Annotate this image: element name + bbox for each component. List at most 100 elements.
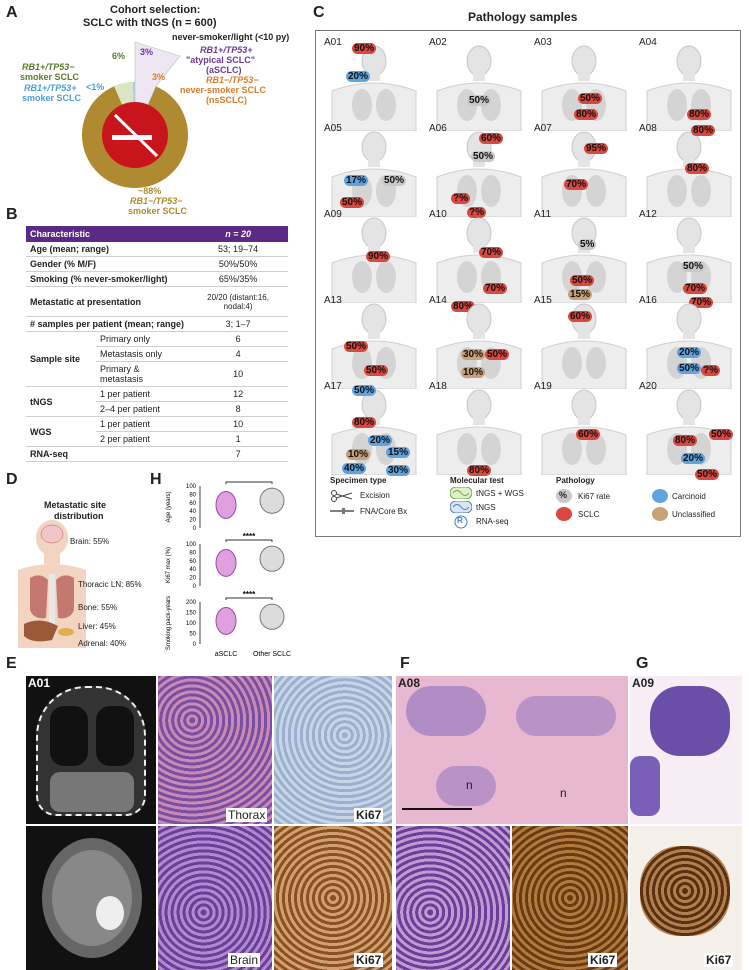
tick-label: 60 [189,501,196,507]
ki67-rate-tag: 80% [687,109,712,120]
tick-label: 80 [189,550,196,556]
ki67-rate-tag: 80% [467,465,492,476]
ct-thorax-image [26,676,156,824]
body-silhouette-icon [436,131,522,217]
patient-id: A03 [534,37,552,48]
pct-asclc: 3% [140,47,154,57]
row-value: 53; 19–74 [188,242,288,257]
site-thoracic-ln: Thoracic LN: 85% [78,580,142,589]
ki67-rate-tag: 30% [386,465,411,476]
patient-cell-a03: A03 50% 80% [532,37,636,135]
violin-other-sclc [259,545,285,572]
body-silhouette-icon [436,389,522,475]
table-header: Characteristic n = 20 [26,226,288,242]
legend-excision: Excision [360,491,390,500]
patient-id: A05 [324,123,342,134]
rna-seq-symbol: R [457,516,463,525]
row-value: 50%/50% [188,256,288,272]
necrosis-label-1: n [466,778,473,792]
patient-id: A09 [324,209,342,220]
row-value: 8 [188,401,288,417]
table-row: Gender (% M/F)50%/50% [26,256,288,272]
ki67-rate-tag: 50% [578,93,603,104]
panel-a-title-1: Cohort selection: [110,4,201,16]
body-silhouette-icon [541,131,627,217]
he-highpower-image [396,826,510,970]
patient-id: A07 [534,123,552,134]
row-value: 3; 1–7 [188,316,288,332]
tick-label: 60 [189,559,196,565]
patient-id: A11 [534,209,552,220]
tick-label: 0 [193,526,197,532]
panel-f-id: A08 [398,676,421,690]
ihc-brain-image [274,826,392,970]
patient-id: A20 [639,381,657,392]
patient-id: A02 [429,37,447,48]
tick-label: 100 [186,621,197,627]
patient-id: A06 [429,123,447,134]
significance-bracket [225,539,273,542]
ki67-rate-tag: 50% [364,365,389,376]
ki67-rate-tag: 50% [709,429,734,440]
cigarette-icon [112,135,152,140]
ki67-rate-tag: ?% [701,365,720,376]
ki67-rate-tag: 20% [681,453,706,464]
violin-other-sclc [259,487,285,514]
panel-letter-f: F [400,655,410,672]
row-value: 4 [188,346,288,362]
patient-id: A19 [534,381,552,392]
legend-specimen-title: Specimen type [330,476,387,485]
tick-label: 50 [189,632,196,638]
ki67-rate-tag: 20% [677,347,702,358]
ki67-rate-tag: 70% [483,283,508,294]
ki67-rate-tag: 30% [461,349,486,360]
scissors-icon [331,490,353,502]
patient-id: A16 [639,295,657,306]
body-silhouette-icon [436,217,522,303]
pct-rb1-pos: 6% [112,51,126,61]
ki67-rate-tag: ?% [451,193,470,204]
tick-label: 200 [186,600,197,606]
ki67-icon [556,489,572,503]
ki67-rate-tag: 50% [471,151,496,162]
body-silhouette-icon [541,389,627,475]
ki67-rate-tag: 50% [485,349,510,360]
mri-brain-image [26,826,156,970]
ki67-rate-tag: 95% [584,143,609,154]
row-value: 65%/35% [188,271,288,287]
panel-letter-b: B [6,206,18,223]
body-silhouette-icon [331,389,417,475]
ki67-rate-tag: 70% [683,283,708,294]
panel-a-title-2: SCLC with tNGS (n = 600) [83,17,217,29]
tick-label: 100 [186,484,197,490]
sclc-icon [556,507,572,521]
patient-cell-a09: A09 90% [322,209,426,307]
ki67-rate-tag: 90% [366,251,391,262]
tick-label: 150 [186,611,197,617]
row-key: RNA-seq [26,446,189,462]
violin-asclc [215,606,237,635]
violin-other-sclc [259,603,285,630]
row-value: 10 [188,361,288,387]
tick-label: 0 [193,584,197,590]
dna-green-icon [450,487,472,499]
ki67-rate-tag: 10% [461,367,486,378]
row-value: 12 [188,386,288,402]
sub-key: 1 per patient [96,386,189,402]
lbl-nssclc-1: RB1−/TP53− [206,75,259,85]
label-ki67-thorax: Ki67 [354,808,384,822]
ki67-rate-tag: 80% [574,109,599,120]
row-key: Smoking (% never-smoker/light) [26,271,189,287]
lbl-smoker-2: smoker SCLC [128,206,188,216]
